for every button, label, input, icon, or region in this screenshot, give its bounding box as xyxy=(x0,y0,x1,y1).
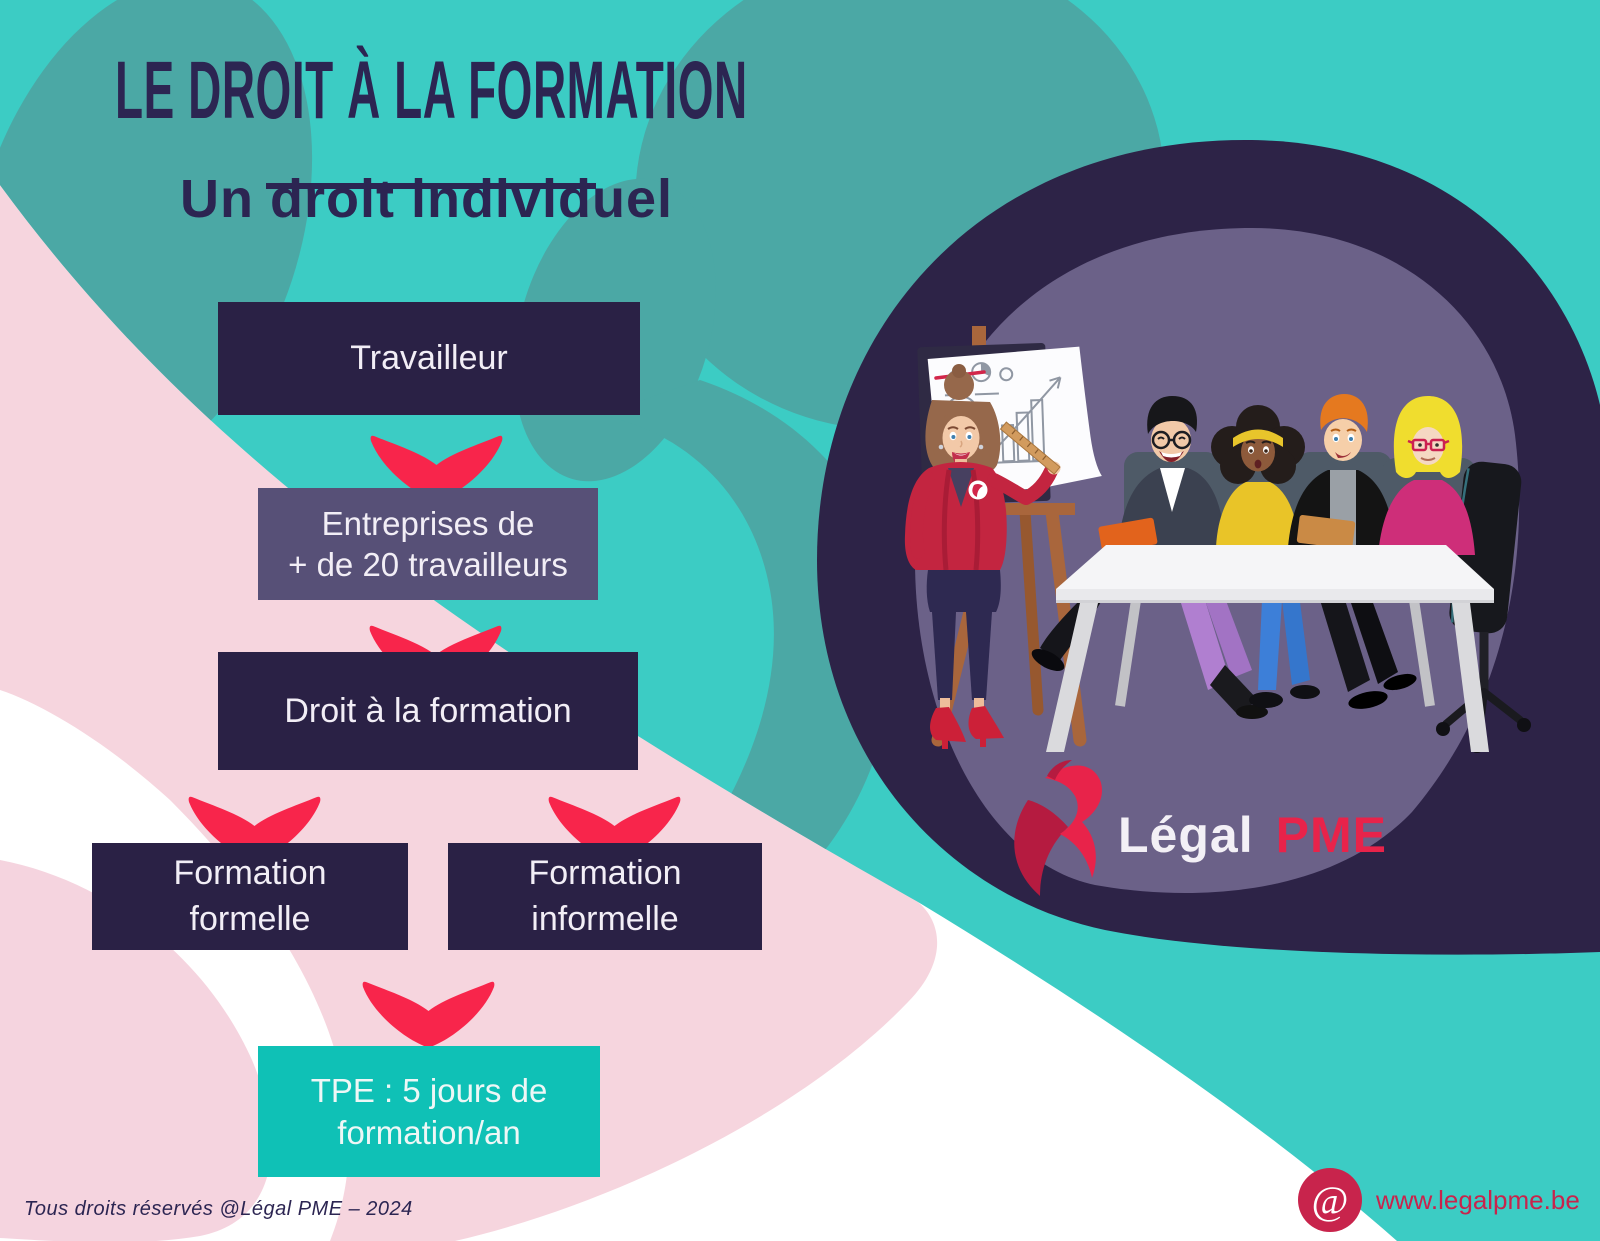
copyright-notice: Tous droits réservés @Légal PME – 2024 xyxy=(24,1198,413,1220)
legal-pme-logo-icon xyxy=(1014,760,1102,896)
flow-node-droit-formation: Droit à la formation xyxy=(218,652,638,770)
flow-node-label-line1: TPE : 5 jours de xyxy=(310,1072,548,1110)
flow-node-formation-formelle: Formation formelle xyxy=(92,843,408,950)
logo-word-legal: Légal xyxy=(1118,807,1254,863)
meeting-table xyxy=(1046,545,1494,752)
arrow-down-icon xyxy=(548,796,681,863)
flow-node-label: Travailleur xyxy=(350,339,508,378)
arrow-down-icon xyxy=(188,796,321,863)
at-icon: @ xyxy=(1298,1168,1362,1232)
website-link[interactable]: @ www.legalpme.be xyxy=(1298,1168,1580,1232)
title-underline xyxy=(266,183,596,189)
flow-node-formation-informelle: Formation informelle xyxy=(448,843,762,950)
page-title: LE DROIT À LA FORMATION xyxy=(115,45,748,136)
flow-node-label-line2: informelle xyxy=(531,899,679,938)
website-url: www.legalpme.be xyxy=(1376,1184,1580,1215)
legal-pme-wordmark: Légal PME xyxy=(1118,806,1387,864)
flow-node-label-line2: + de 20 travailleurs xyxy=(288,546,568,583)
flow-node-tpe: TPE : 5 jours de formation/an xyxy=(258,1046,600,1177)
arrow-down-icon xyxy=(370,435,503,502)
flow-node-label-line2: formation/an xyxy=(337,1113,521,1151)
page-subtitle: Un droit individuel xyxy=(180,169,673,229)
training-scene-illustration xyxy=(904,326,1531,896)
flow-node-label-line1: Formation xyxy=(528,853,682,892)
trainees-legs xyxy=(1031,590,1417,719)
logo-word-pme: PME xyxy=(1275,807,1387,863)
trainee-red-hair-man xyxy=(1288,394,1395,549)
flow-node-label-line1: Formation xyxy=(173,853,327,892)
at-symbol: @ xyxy=(1311,1177,1349,1223)
flow-node-label-line1: Entreprises de xyxy=(321,504,535,542)
flow-node-label: Droit à la formation xyxy=(284,691,572,730)
flow-node-label-line2: formelle xyxy=(189,899,311,938)
arrow-down-icon xyxy=(362,981,495,1048)
trainee-dark-hair-man xyxy=(1098,396,1226,554)
presenter-illustration xyxy=(904,364,1061,749)
trainee-blonde-woman xyxy=(1378,396,1475,555)
trainee-curly-hair-woman xyxy=(1211,405,1305,547)
flow-node-entreprises: Entreprises de + de 20 travailleurs xyxy=(258,488,598,600)
flow-node-travailleur: Travailleur xyxy=(218,302,640,415)
